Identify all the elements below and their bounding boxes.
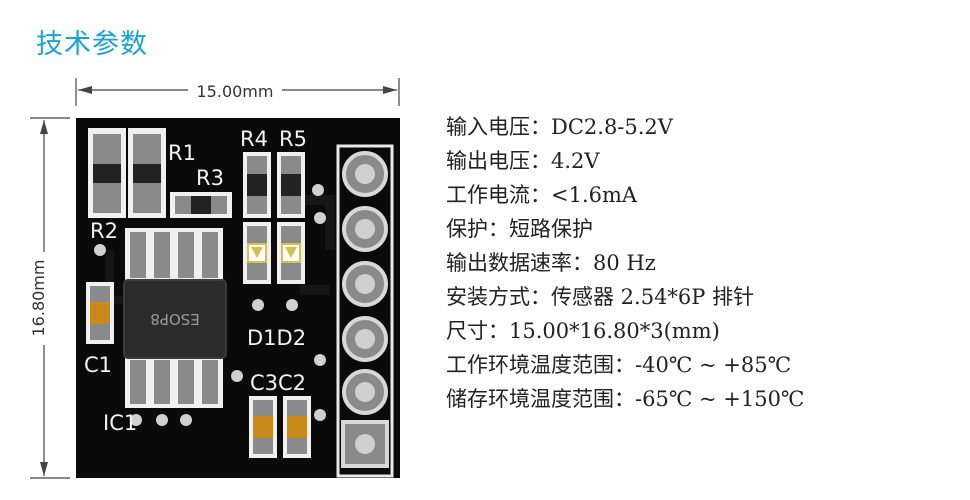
label-r5: R5 [279, 127, 307, 151]
label-ic1: IC1 [103, 411, 137, 435]
spec-storage-temp: 储存环境温度范围：-65℃ ~ +150℃ [446, 387, 805, 411]
capacitor-c1 [86, 282, 114, 344]
led-d2 [277, 222, 305, 284]
label-r4: R4 [240, 127, 268, 151]
resistor-r4 [243, 152, 271, 218]
label-r3: R3 [196, 166, 224, 190]
spec-input-voltage: 输入电压：DC2.8-5.2V [446, 115, 673, 139]
spec-output-voltage: 输出电压：4.2V [446, 149, 600, 173]
capacitor-c3 [249, 396, 277, 458]
resistor-r5 [277, 152, 305, 218]
pin-header-6p [336, 144, 394, 478]
label-r2: R2 [90, 219, 118, 243]
spec-protection: 保护：短路保护 [446, 217, 593, 241]
resistor-r3 [170, 192, 232, 218]
ic1-chip: ESOP8 [123, 228, 227, 408]
led-d1 [243, 222, 271, 284]
spec-list: 输入电压：DC2.8-5.2V 输出电压：4.2V 工作电流：<1.6mA 保护… [446, 110, 804, 416]
spec-output-data-rate: 输出数据速率：80 Hz [446, 251, 656, 275]
spec-working-current: 工作电流：<1.6mA [446, 183, 638, 207]
pcb-dimension-diagram: 15.00mm 16.80mm R1 R2 R3 R4 R5 [29, 78, 400, 479]
label-r1: R1 [168, 141, 196, 165]
spec-size: 尺寸：15.00*16.80*3(mm) [446, 319, 720, 343]
resistor-r1 [128, 128, 166, 218]
chip-label: ESOP8 [150, 310, 199, 328]
height-dimension: 16.80mm [29, 117, 70, 479]
section-title: 技术参数 [36, 29, 148, 60]
label-c1: C1 [84, 353, 112, 377]
resistor-r2 [88, 128, 126, 218]
width-dimension: 15.00mm [75, 78, 400, 106]
label-c3c2: C3C2 [250, 371, 306, 395]
spec-operating-temp: 工作环境温度范围：-40℃ ~ +85℃ [446, 353, 792, 377]
label-d1d2: D1D2 [247, 326, 306, 350]
capacitor-c2 [283, 396, 311, 458]
height-label: 16.80mm [29, 260, 48, 337]
width-label: 15.00mm [197, 82, 274, 101]
spec-mounting: 安装方式：传感器 2.54*6P 排针 [446, 285, 755, 309]
